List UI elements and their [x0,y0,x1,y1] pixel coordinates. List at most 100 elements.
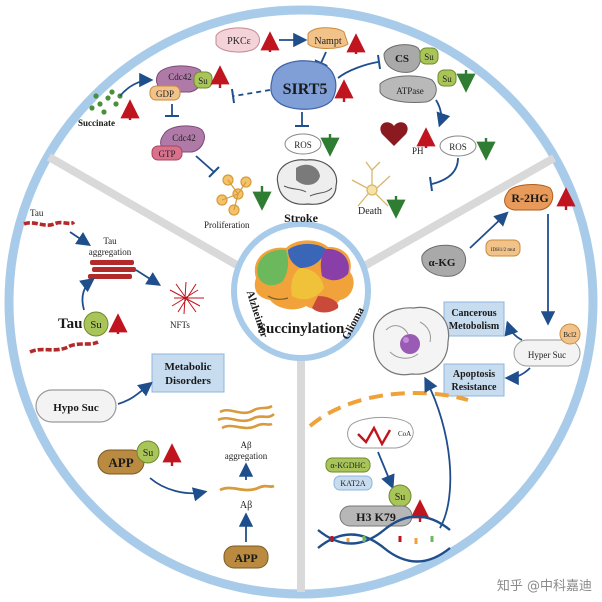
ros-node: ROS [284,133,322,155]
atpase-label: ATPase [396,86,424,96]
inhibit-bar [429,176,433,192]
metabolic-disorders-box: Metabolic Disorders [151,353,225,393]
inhibit-ros-death [431,157,459,185]
sirt5-label: SIRT5 [283,81,328,98]
su-badge-tau: Su [83,311,109,337]
su-badge: Su [143,448,154,459]
hyper-suc-mito: Hyper Suc Bcl2 [513,323,581,367]
proliferation-label: Proliferation [204,220,250,230]
kat2a-node: KAT2A [333,475,373,491]
nfts-label: NFTs [170,320,190,330]
ab-aggregate-icon [217,404,275,430]
cancerous-box: Cancerous Metobolism [443,301,505,337]
cdc42-gtp-label: Cdc42 [172,133,196,143]
cdc42-gtp-node: Cdc42 GTP [151,125,205,161]
hypo-suc-label: Hypo Suc [53,402,99,414]
apoptosis-box: Apoptosis Resistance [443,363,505,397]
inhibit-bar [208,166,220,178]
ph-label: PH [412,146,424,156]
nfts-icon [169,281,204,315]
idh-node: IDH1/2 mut [485,239,521,257]
app-node: APP [223,545,269,569]
inhibit-bar [231,88,235,104]
tau-aggregation-label-1: Tau [103,236,117,246]
arrow-akg-r2hg [469,211,509,249]
arrow-tau-aggregation [69,231,91,246]
pkc-node: PKCε [215,27,260,53]
ab-aggregation-label-2: aggregation [225,451,268,461]
app-bottom-label: APP [234,551,257,565]
akg-label: α-KG [429,257,456,269]
h3k79-node: H3 K79 [339,505,413,527]
death-label: Death [358,206,382,217]
sirt5-node: SIRT5 [270,60,337,110]
tau-label: Tau [58,316,82,332]
arrow-hypersuc-cancerous [504,320,523,341]
tau-aggregation-label-2: aggregation [89,247,132,257]
akgdhc-label: α-KGDHC [330,461,365,470]
cs-node: CS Su [383,44,439,73]
arrow-tau-aggregation-up [79,277,95,311]
cs-label: CS [395,53,409,65]
r2hg-label: R-2HG [511,191,548,205]
arrow-hyposuc-metabolic [117,381,153,405]
dying-neuron-icon [351,161,391,207]
su-badge-h3: Su [388,484,412,508]
dashed-inhibit-sirt5-cdc42 [233,89,271,97]
stroke-brain-icon [276,159,338,205]
alzheimer-sector: Tau Tau aggregation NFTs Tau Su Metaboli… [23,208,275,569]
tau-aggregate-icon [88,260,136,279]
nampt-label: Nampt [314,36,341,47]
stroke-sector: PKCε Nampt SIRT5 ROS [78,27,496,230]
ab-label: Aβ [240,500,252,511]
arrow-succinate-cdc42 [119,72,154,97]
gtp-label: GTP [158,149,175,159]
coa-node: CoA [347,416,414,449]
proliferating-cells-icon [216,174,252,216]
cdc42-gdp-node: Cdc42 GDP Su [149,65,213,101]
succinate-dots-icon [89,89,123,115]
inhibit-bar [377,54,381,70]
succinate-label: Succinate [78,118,115,128]
inhibit-gtp-proliferation [195,155,215,173]
center-title: Succinylation [258,321,345,337]
nampt-node: Nampt [307,27,349,49]
arrow-atpase-ros [435,99,451,128]
su-badge: Su [90,319,102,331]
arrow-hypersuc-apoptosis [504,367,531,386]
app-label: APP [108,455,133,470]
metabolic-label-1: Metabolic [164,361,211,373]
cdc42-label: Cdc42 [168,72,192,82]
metabolic-label-2: Disorders [165,375,212,387]
arrow-appsu-ab [149,477,208,502]
inhibit-sirt5-cs [337,61,379,79]
idh-label: IDH1/2 mut [491,248,516,253]
ros-label-right: ROS [449,142,467,152]
tau-small-label: Tau [30,208,44,218]
r2hg-node: R-2HG [504,184,554,211]
sector-label-stroke: Stroke [284,211,318,225]
hypo-suc-mito: Hypo Suc [35,389,117,423]
ab-aggregation-label-1: Aβ [240,440,251,450]
su-badge: Su [424,52,434,62]
watermark: 知乎 @中科嘉迪 [496,579,592,594]
akg-node: α-KG [421,244,467,277]
ros-node-right: ROS [439,135,477,157]
su-badge: Su [442,74,452,84]
glioma-sector: R-2HG α-KG IDH1/2 mut Cancerous Metoboli… [308,184,581,563]
coa-label: CoA [398,430,411,438]
brain-icon [254,240,354,313]
arrow-aggregation-nfts [135,269,162,286]
gdp-label: GDP [156,89,174,99]
app-su-node: APP Su [97,440,160,475]
h3k79-label: H3 K79 [356,510,396,524]
atpase-node: ATPase Su [379,69,457,103]
apoptosis-label-2: Resistance [452,382,498,393]
kat2a-label: KAT2A [340,479,366,488]
glioma-brain-icon [372,306,450,376]
cancerous-label-2: Metobolism [449,321,500,332]
tau-strand-icon [23,220,76,227]
ab-strand-icon [219,484,275,492]
